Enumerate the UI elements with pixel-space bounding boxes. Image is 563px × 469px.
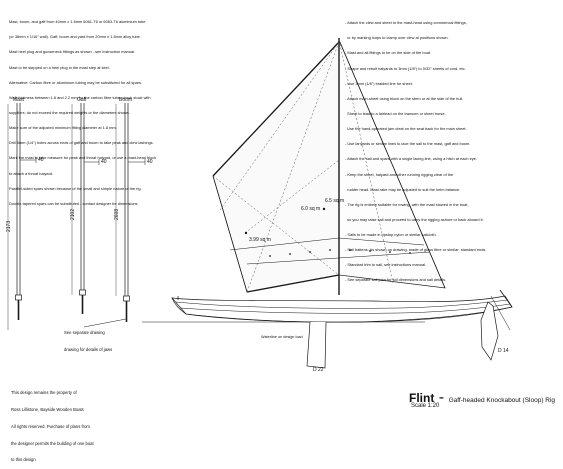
note-line: All rights reserved. Purchase of plans f… <box>11 423 90 429</box>
gaff-length: 2102 <box>70 208 76 220</box>
note-line: - Attach the clew and sheet to the mast-… <box>345 20 467 26</box>
note-line: suppliers; do not exceed the required we… <box>9 109 130 115</box>
note-line: Double-tapered spars can be substituted … <box>9 200 139 206</box>
note-line: Mast, boom, and gaff from 40mm x 1.6mm 6… <box>9 19 146 25</box>
boom-diameter: 40 <box>147 159 153 165</box>
note-line: - Attach main-sheet using block on the s… <box>345 95 464 101</box>
note-line: - Sail battens: As shown on drawing, mad… <box>345 247 487 253</box>
gaff-diameter: 40 <box>101 159 107 165</box>
note-line: rudder head. Mast rake may be adjusted t… <box>345 186 461 192</box>
boat-name: Flint <box>409 391 435 405</box>
sail-area-upper: 6.0 sq m <box>301 206 321 212</box>
note-line: See separate drawing <box>64 330 105 336</box>
hull-drawing <box>171 289 513 323</box>
mast-diameter: 40 <box>38 157 44 163</box>
note-line: Mark the mast to take measure for peak a… <box>9 155 157 161</box>
rudder-drawing <box>480 295 511 361</box>
mast-label: Mast <box>13 97 24 103</box>
note-line: - Standard trim to sail, see instruction… <box>345 262 427 268</box>
note-line: - The rig is entirely suitable for rowin… <box>345 201 469 207</box>
waterline-label: Waterline on design load <box>261 335 303 339</box>
rudder-label: D 14 <box>498 348 509 354</box>
boom-spar-drawing <box>83 103 146 328</box>
rig-subtitle: Gaff-headed Knockabout (Sloop) Rig <box>448 397 556 404</box>
note-line: - See separate sail plan for full dimens… <box>345 277 447 283</box>
note-line: - Use 3mm (1/8") braided line for sheet. <box>345 80 413 86</box>
note-line: Alternative: Carbon fibre or aluminium t… <box>9 79 142 85</box>
note-line: Wall thickness between 1.6 and 2.2 mm fo… <box>9 94 151 100</box>
mast-length: 2173 <box>6 220 12 232</box>
centreboard-drawing <box>306 321 327 369</box>
gaff-spar-drawing <box>71 103 100 314</box>
note-line: Ross Lillistone, Bayside Wooden Boats <box>11 406 84 412</box>
note-line: to attach a throat halyard. <box>9 170 54 176</box>
mast-spar-drawing <box>7 103 37 330</box>
note-line: - Attach the sail and spars with a singl… <box>345 156 477 162</box>
note-line: the designer permits the building of one… <box>11 440 94 446</box>
note-line: Drill 6mm (1/4") holes across ends of ga… <box>9 140 154 146</box>
title-separator: - <box>438 389 449 406</box>
note-line: This design remains the property of <box>11 390 77 396</box>
jaws-reference-note: See separate drawing drawing for details… <box>64 319 112 358</box>
sail-drawing <box>212 38 446 295</box>
note-line: Parallel-sided spars shown because of th… <box>9 185 142 191</box>
title-block: Flint - Gaff-headed Knockabout (Sloop) R… <box>409 389 555 407</box>
sail-area-lower: 3.99 sq m <box>249 237 271 243</box>
note-line: to this design <box>11 457 36 463</box>
spar-notes: Mast, boom, and gaff from 40mm x 1.6mm 6… <box>9 9 156 211</box>
note-line: Use the hand-operated jam cleat on the s… <box>345 126 467 132</box>
note-line: Mast to be stepped on a heel plug in the… <box>9 64 110 70</box>
note-line: so you may raise sail and proceed to car… <box>345 216 484 222</box>
note-line: Mast heel plug and gooseneck fittings as… <box>9 49 136 55</box>
rig-drawing <box>7 38 513 369</box>
note-line: drawing for details of jaws <box>64 346 113 352</box>
note-line: (or 38mm x 1/16" wall). Gaff, boom and y… <box>9 34 141 40</box>
boom-length: 2608 <box>114 208 120 220</box>
note-line: Sheet to lead to a fairlead on the trans… <box>345 110 446 116</box>
note-line: - Mast and all fittings to be on the sid… <box>345 50 432 56</box>
note-line: - Sails to be made in ripstop nylon or s… <box>345 232 437 238</box>
note-line: or by marking loops to clamp over clew a… <box>345 35 449 41</box>
note-line: Make sure of the adjusted minimum fittin… <box>9 125 117 131</box>
rigging-notes: - Attach the clew and sheet to the mast-… <box>345 10 486 288</box>
note-line: - Shape and rebolt halyards to 3mm (1/8"… <box>345 65 466 71</box>
boom-label: Boom <box>119 97 133 103</box>
sail-area-total: 6.5 sq m <box>325 198 345 204</box>
note-line: - Keep the sheet, halyard and other runn… <box>345 171 454 177</box>
note-line: - Use lanyards or similar lines to lace … <box>345 141 471 147</box>
centreboard-label: D 22 <box>313 367 324 373</box>
drawing-scale: Scale 1:20 <box>411 403 440 409</box>
gaff-label: Gaff <box>77 97 87 103</box>
